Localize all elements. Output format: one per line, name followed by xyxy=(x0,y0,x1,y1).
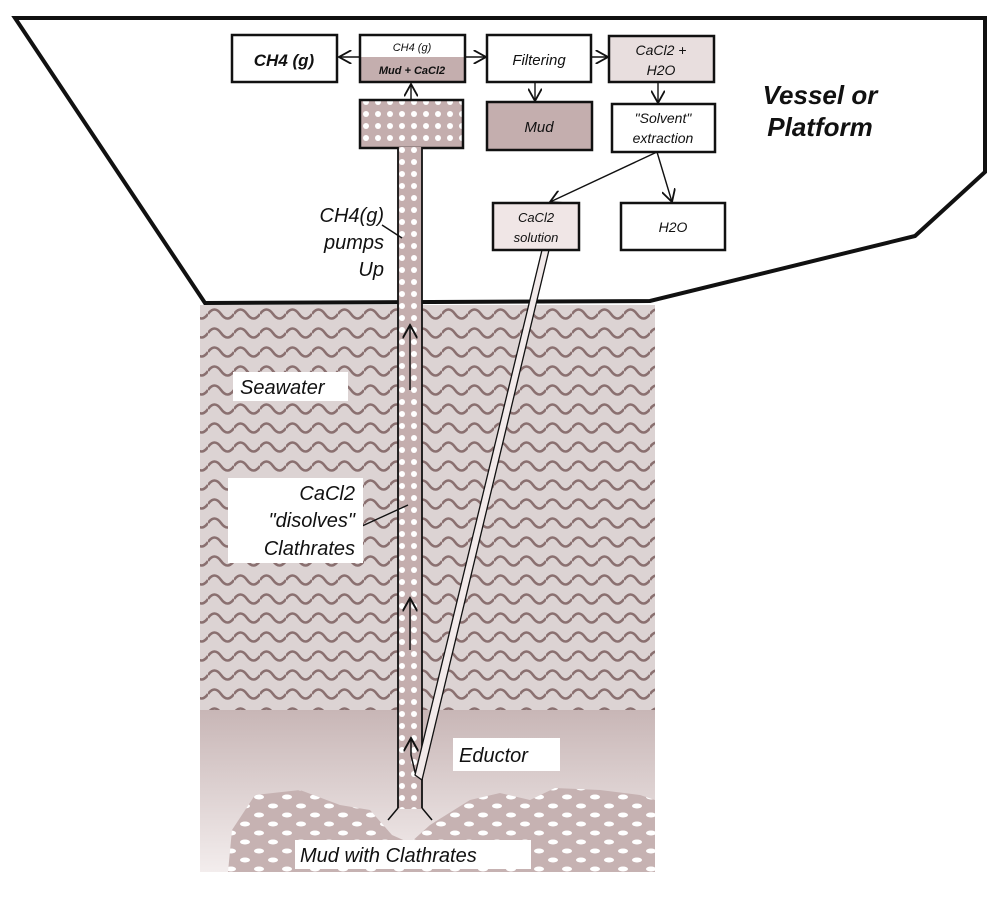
box-label: Mud + CaCl2 xyxy=(379,65,445,77)
box-cacl2-solution: CaCl2 solution xyxy=(491,201,581,252)
box-solvent-extraction: "Solvent" extraction xyxy=(610,102,717,154)
vessel-hull xyxy=(11,16,987,306)
flow-connectors xyxy=(339,57,672,528)
box-filtering: Filtering xyxy=(485,33,593,84)
dissolves-label: Clathrates xyxy=(264,538,355,560)
box-label: Filtering xyxy=(512,52,566,69)
box-label: H2O xyxy=(659,219,688,235)
box-separator: CH4 (g) Mud + CaCl2 xyxy=(358,33,467,84)
riser-pipe xyxy=(398,147,422,809)
box-cacl2-h2o: CaCl2 + H2O xyxy=(607,34,716,84)
box-label: H2O xyxy=(647,62,676,78)
box-label: CaCl2 xyxy=(518,210,555,225)
box-label: CaCl2 + xyxy=(636,42,687,58)
mud-clathrates-label: Mud with Clathrates xyxy=(300,845,477,867)
dissolves-label: "disolves" xyxy=(269,510,356,532)
eductor-label: Eductor xyxy=(459,745,529,767)
vessel-label: Vessel or xyxy=(763,80,880,110)
box-label: CH4 (g) xyxy=(254,51,315,70)
pumps-label: CH4(g) xyxy=(320,205,384,227)
box-label: extraction xyxy=(633,130,694,146)
dissolves-label: CaCl2 xyxy=(299,483,355,505)
box-mud: Mud xyxy=(485,100,594,152)
pumps-label: Up xyxy=(358,259,384,281)
box-label: CH4 (g) xyxy=(393,42,432,54)
vessel-label: Platform xyxy=(767,112,872,142)
box-label: Mud xyxy=(524,119,554,136)
box-label: "Solvent" xyxy=(635,110,693,126)
pumps-label: pumps xyxy=(323,232,384,254)
box-label: solution xyxy=(514,230,559,245)
box-ch4-gas: CH4 (g) xyxy=(230,33,339,84)
box-h2o: H2O xyxy=(619,201,727,252)
seawater-label: Seawater xyxy=(240,377,326,399)
riser-pipe-head xyxy=(358,98,465,150)
